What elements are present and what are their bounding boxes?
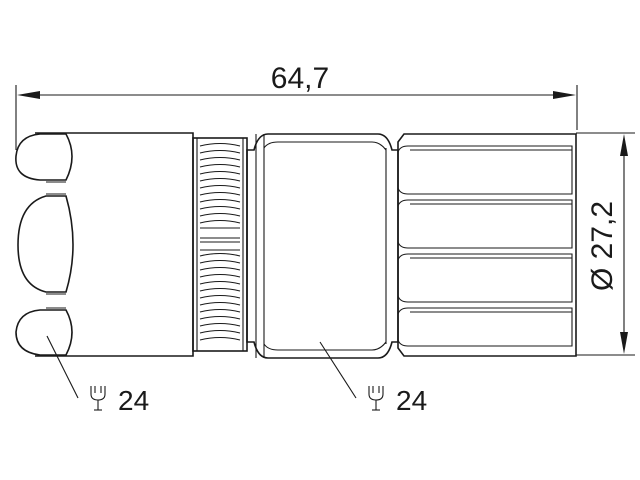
grip-ribs xyxy=(397,145,573,347)
diameter-dimension: Ø 27,2 xyxy=(576,132,635,356)
thread-ridge xyxy=(199,259,241,264)
thread-ridges-lower xyxy=(199,252,241,341)
thread-ridge xyxy=(199,329,241,334)
grip-rib xyxy=(397,145,573,195)
thread-ridge xyxy=(199,219,241,224)
grip-rib xyxy=(397,253,573,303)
thread-ridge xyxy=(199,205,241,210)
dimension-arrow-left xyxy=(17,91,40,99)
thread-ridge xyxy=(199,170,241,175)
thread-ridge xyxy=(199,287,241,292)
thread-ridge xyxy=(199,212,241,217)
thread-ridge xyxy=(199,191,241,196)
diameter-arrow-bottom xyxy=(620,332,628,354)
wrench-icon xyxy=(368,386,384,411)
hex-nut xyxy=(15,132,194,357)
thread-ridge xyxy=(199,266,241,271)
nut-flat-middle xyxy=(17,195,74,293)
coupling-sleeve xyxy=(246,133,399,359)
callout-label-nut: 24 xyxy=(118,385,149,416)
thread-ridge xyxy=(199,184,241,189)
thread-ridge xyxy=(199,308,241,313)
thread-ridge xyxy=(199,142,241,147)
callout-coupling-sleeve: 24 xyxy=(319,341,427,416)
thread-ridge xyxy=(199,252,241,257)
wrench-icon xyxy=(90,386,106,411)
diameter-arrow-top xyxy=(620,134,628,156)
grip-rib xyxy=(397,307,573,347)
thread-ridge xyxy=(199,198,241,203)
thread-ridge xyxy=(199,156,241,161)
callout-hex-nut: 24 xyxy=(46,335,149,416)
thread-ridge xyxy=(199,149,241,154)
length-label: 64,7 xyxy=(271,62,329,95)
thread-ridge xyxy=(199,315,241,320)
thread-ridge xyxy=(199,273,241,278)
dimension-arrow-right xyxy=(553,91,576,99)
knurled-grip xyxy=(397,133,577,357)
nut-flat-top xyxy=(15,133,73,181)
length-dimension: 64,7 xyxy=(15,62,578,150)
diameter-label: Ø 27,2 xyxy=(586,201,619,291)
thread-ridge xyxy=(199,294,241,299)
thread-ridge xyxy=(199,336,241,341)
grip-rib xyxy=(397,199,573,249)
thread-ridges-upper xyxy=(199,142,241,224)
thread-ridge xyxy=(199,301,241,306)
thread-section xyxy=(192,137,248,352)
thread-ridge xyxy=(199,280,241,285)
thread-ridge xyxy=(199,322,241,327)
thread-ridge xyxy=(199,163,241,168)
callout-label-sleeve: 24 xyxy=(396,385,427,416)
nut-flat-bottom xyxy=(15,309,73,356)
thread-ridge xyxy=(199,177,241,182)
